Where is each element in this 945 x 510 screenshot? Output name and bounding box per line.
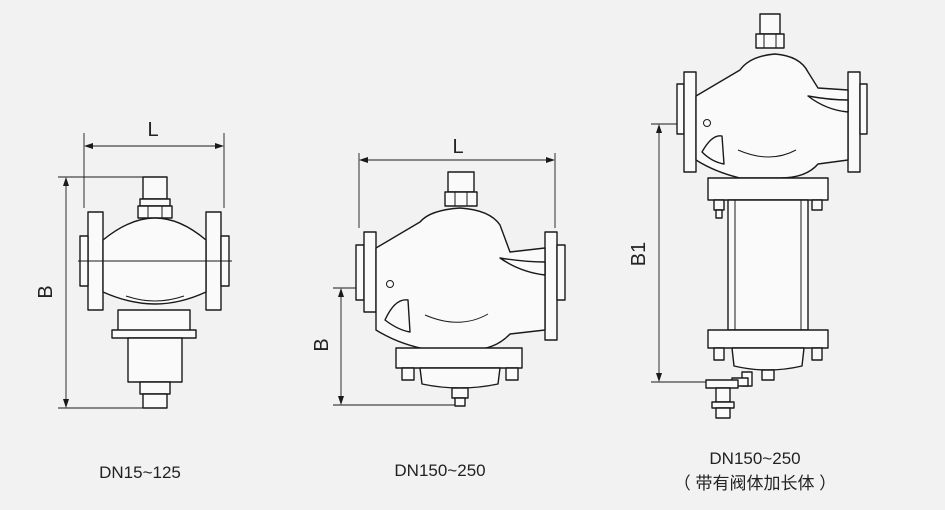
caption-small: DN15~125 <box>99 463 181 482</box>
valve-body-extended <box>676 13 868 419</box>
subcaption-extended: （ 带有阀体加长体 ） <box>674 474 836 493</box>
dimension-label-B-small: B <box>35 285 57 298</box>
dimension-label-B-medium: B <box>311 338 333 351</box>
dimension-label-L-medium: L <box>452 136 463 158</box>
caption-extended: DN150~250 <box>709 449 800 468</box>
dimension-label-B1-extended: B1 <box>628 242 650 266</box>
valve-body-medium <box>355 171 566 407</box>
dimension-label-L-small: L <box>147 119 158 141</box>
caption-medium: DN150~250 <box>394 461 485 480</box>
valve-figure-small: L B <box>35 119 232 482</box>
valve-body-small <box>78 176 232 409</box>
dimension-L-medium: L <box>358 136 556 228</box>
valve-figure-extended: B1 <box>628 13 868 493</box>
dimension-B-small: B <box>35 176 150 409</box>
dimension-L-small: L <box>83 119 225 208</box>
valve-figure-medium: L B <box>311 136 566 480</box>
